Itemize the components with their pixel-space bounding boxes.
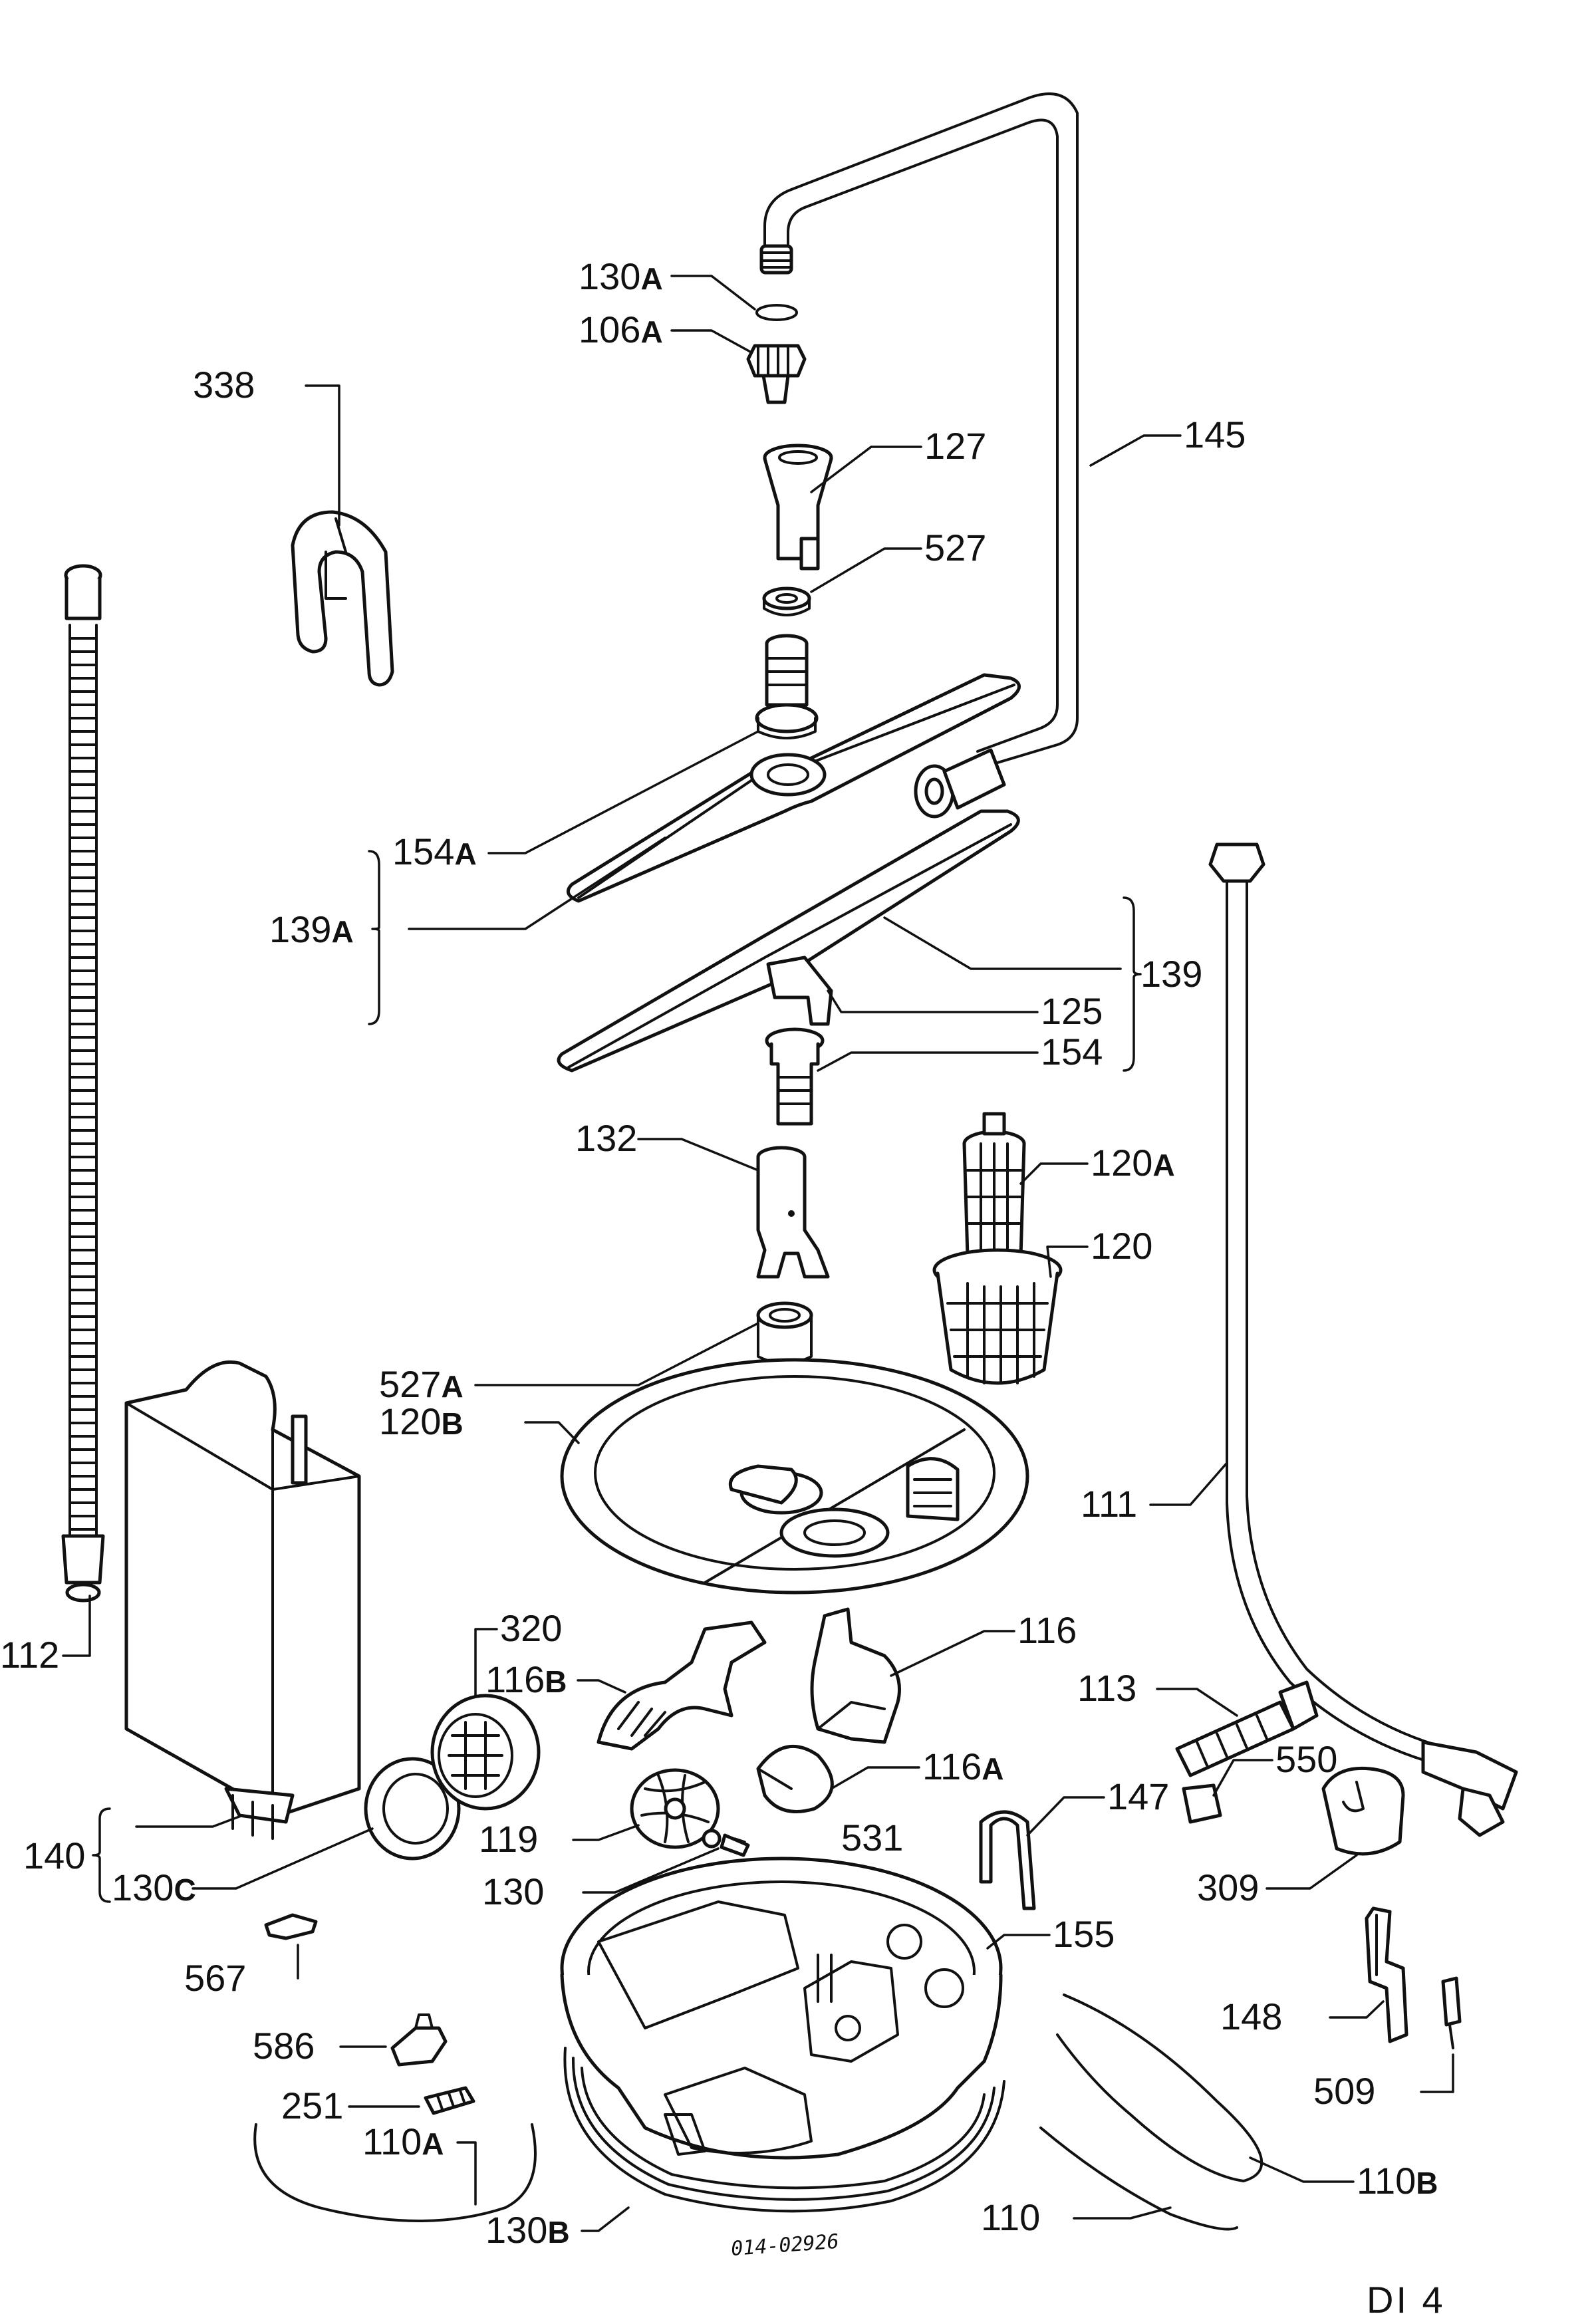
part-106A-nut (746, 344, 807, 404)
label-127: 127 (924, 425, 986, 467)
label-338: 338 (193, 364, 255, 406)
part-154-hub (765, 1027, 825, 1126)
part-110-tube (1039, 2126, 1238, 2231)
part-120A-inner-filter (962, 1112, 1026, 1259)
label-550: 550 (1275, 1738, 1337, 1780)
part-120B-sump-plate (560, 1358, 1029, 1595)
part-111-inlet-hose (1208, 842, 1518, 1837)
part-586-latch (390, 2013, 448, 2067)
part-113-connector (1175, 1680, 1319, 1777)
label-116A: 116A (922, 1745, 1004, 1787)
label-111: 111 (1081, 1483, 1137, 1525)
label-130A: 130A (579, 255, 663, 297)
label-139A: 139A (269, 908, 354, 950)
label-586: 586 (253, 2025, 315, 2067)
label-139: 139 (1140, 953, 1202, 995)
label-130: 130 (482, 1870, 544, 1912)
part-139-lower-spray-arm (557, 809, 1020, 1073)
label-527A: 527A (379, 1363, 464, 1405)
label-309: 309 (1197, 1867, 1259, 1908)
part-132-tube (756, 1146, 830, 1279)
part-155-sump (560, 1857, 1003, 2160)
part-527A-ring (756, 1301, 813, 1364)
part-147-clip (979, 1810, 1036, 1910)
part-320-pump-cover (430, 1694, 541, 1811)
part-130B-gasket (563, 2047, 1005, 2213)
label-110B: 110B (1357, 2160, 1438, 2202)
label-140: 140 (23, 1835, 85, 1876)
part-130A-o-ring (755, 304, 798, 321)
label-120A: 120A (1091, 1142, 1175, 1184)
part-140-tank (124, 1360, 361, 1840)
part-550-block (1182, 1783, 1222, 1824)
label-251: 251 (281, 2085, 343, 2126)
part-148-bracket (1365, 1906, 1408, 2043)
label-155: 155 (1053, 1913, 1115, 1955)
drawing-reference-number: 014-02926 (730, 2230, 840, 2261)
part-127-sleeve (763, 444, 833, 571)
label-116: 116 (1017, 1609, 1077, 1651)
part-116B-housing (597, 1620, 767, 1751)
label-148: 148 (1220, 1996, 1282, 2037)
label-106A: 106A (579, 309, 663, 350)
part-120-outer-filter (932, 1248, 1063, 1385)
label-130C: 130C (112, 1867, 196, 1908)
label-125: 125 (1041, 990, 1103, 1032)
label-119: 119 (479, 1818, 538, 1860)
label-320: 320 (500, 1607, 562, 1649)
label-509: 509 (1313, 2070, 1375, 2112)
label-527: 527 (924, 527, 986, 569)
part-110B-tube (1056, 1994, 1264, 2182)
part-309-cap (1321, 1766, 1405, 1856)
part-112-corrugated-hose (61, 564, 105, 1603)
label-112: 112 (0, 1634, 59, 1676)
part-145-upper-supply-tube (759, 92, 1079, 819)
part-509-pin (1441, 1976, 1462, 2049)
label-567: 567 (184, 1957, 246, 1999)
label-110: 110 (981, 2196, 1040, 2238)
label-110A: 110A (362, 2121, 444, 2162)
part-338-clip (291, 510, 394, 687)
label-116B: 116B (485, 1658, 567, 1700)
part-119-impeller (630, 1768, 720, 1849)
label-154: 154 (1041, 1031, 1103, 1073)
part-531-screw (702, 1829, 750, 1857)
part-116A-flap (756, 1744, 834, 1813)
label-145: 145 (1184, 414, 1246, 455)
part-567-clip (264, 1913, 318, 1940)
part-116-valve (810, 1607, 901, 1744)
label-154A: 154A (392, 831, 477, 872)
leader-lines (62, 275, 1454, 2232)
label-130B: 130B (485, 2209, 570, 2251)
part-251-pad (424, 2086, 475, 2115)
label-120: 120 (1091, 1225, 1152, 1267)
label-531: 531 (841, 1817, 903, 1859)
part-110A-tube (253, 2123, 537, 2222)
callout-labels: 130A 106A 338 145 127 527 154A 139A 139 … (0, 255, 1446, 2318)
label-132: 132 (575, 1117, 637, 1159)
label-113: 113 (1077, 1667, 1136, 1709)
label-120B: 120B (379, 1400, 464, 1442)
part-527-ring (762, 586, 811, 616)
part-130C-gasket (364, 1757, 461, 1861)
part-154A-hub (755, 634, 819, 739)
label-147: 147 (1107, 1775, 1169, 1817)
sheet-identifier: DI 4 (1367, 2279, 1446, 2318)
